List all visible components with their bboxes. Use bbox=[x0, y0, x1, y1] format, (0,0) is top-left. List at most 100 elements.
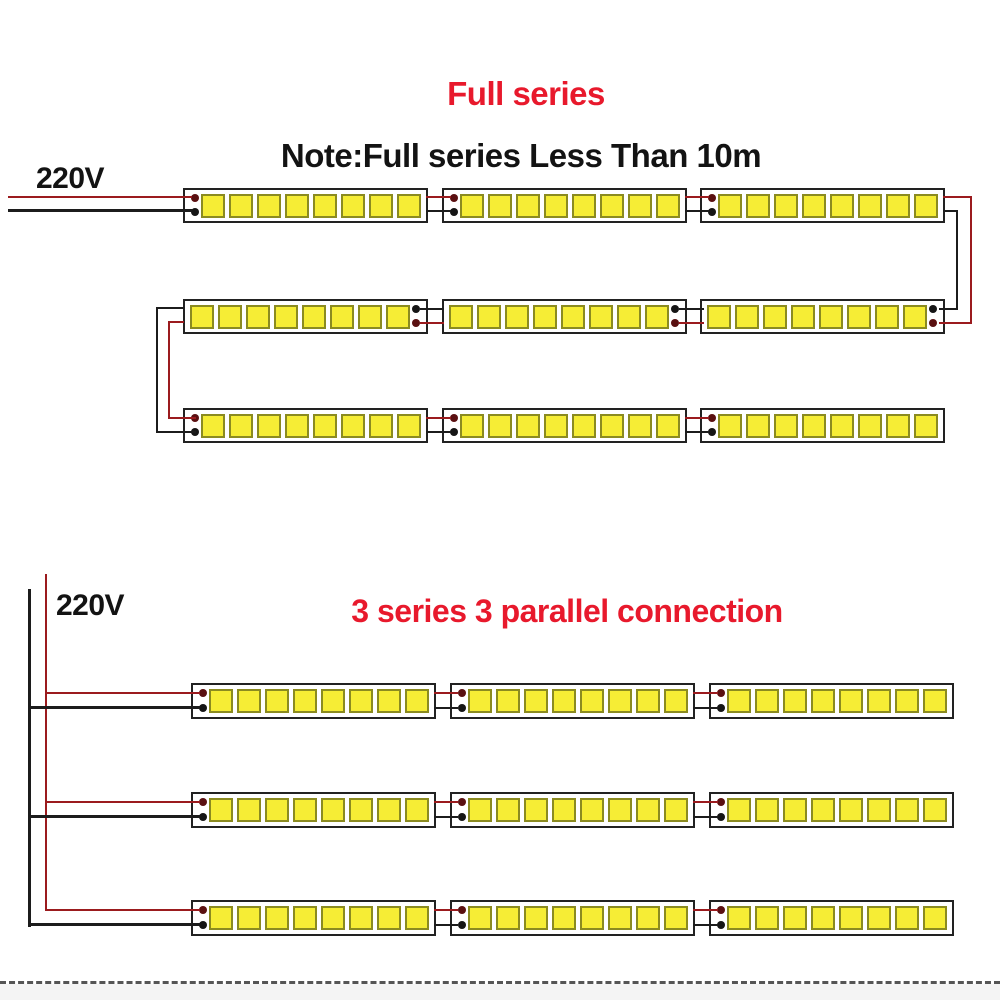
led-chip bbox=[377, 906, 401, 930]
terminal-dot bbox=[412, 319, 420, 327]
led-chip bbox=[397, 413, 421, 438]
terminal-dot bbox=[199, 921, 207, 929]
terminal-dot bbox=[199, 704, 207, 712]
led-chip bbox=[321, 906, 345, 930]
led-chip bbox=[839, 689, 863, 713]
terminal-dot bbox=[717, 704, 725, 712]
terminal-dot bbox=[929, 319, 937, 327]
led-chip bbox=[783, 689, 807, 713]
led-chip bbox=[468, 798, 492, 822]
led-chip bbox=[349, 798, 373, 822]
led-strip bbox=[450, 683, 695, 719]
led-chip bbox=[468, 906, 492, 930]
led-chip bbox=[580, 798, 604, 822]
led-chip bbox=[330, 304, 354, 329]
led-chip bbox=[552, 689, 576, 713]
led-chip bbox=[664, 906, 688, 930]
led-chip bbox=[589, 304, 613, 329]
led-chip bbox=[237, 689, 261, 713]
led-chip bbox=[218, 304, 242, 329]
wire-segment bbox=[685, 196, 709, 198]
led-chip bbox=[636, 689, 660, 713]
led-row bbox=[185, 301, 426, 332]
led-chip bbox=[265, 689, 289, 713]
led-chip bbox=[923, 689, 947, 713]
wire-segment bbox=[45, 801, 200, 803]
led-row bbox=[185, 410, 426, 441]
terminal-dot bbox=[412, 305, 420, 313]
led-chip bbox=[923, 906, 947, 930]
wire-segment bbox=[685, 431, 709, 433]
led-chip bbox=[524, 798, 548, 822]
led-chip bbox=[895, 798, 919, 822]
led-chip bbox=[727, 798, 751, 822]
led-chip bbox=[341, 413, 365, 438]
led-row bbox=[711, 794, 952, 826]
voltage-label-bottom: 220V bbox=[56, 589, 125, 622]
led-chip bbox=[819, 304, 843, 329]
led-chip bbox=[524, 906, 548, 930]
led-chip bbox=[746, 193, 770, 218]
led-row bbox=[444, 301, 685, 332]
terminal-dot bbox=[191, 208, 199, 216]
led-chip bbox=[285, 193, 309, 218]
led-chip bbox=[746, 413, 770, 438]
led-row bbox=[702, 190, 943, 221]
wire-segment bbox=[426, 417, 451, 419]
dashed-divider bbox=[0, 981, 1000, 984]
led-strip bbox=[709, 683, 954, 719]
terminal-dot bbox=[708, 414, 716, 422]
led-chip bbox=[561, 304, 585, 329]
led-chip bbox=[718, 413, 742, 438]
led-chip bbox=[201, 413, 225, 438]
led-chip bbox=[656, 193, 680, 218]
wire-segment bbox=[434, 707, 458, 709]
led-chip bbox=[369, 413, 393, 438]
full-series-title: Full series bbox=[447, 75, 605, 112]
led-chip bbox=[867, 798, 891, 822]
wire-segment bbox=[956, 210, 958, 310]
wire-segment bbox=[420, 322, 444, 324]
led-chip bbox=[600, 413, 624, 438]
led-row bbox=[185, 190, 426, 221]
led-chip bbox=[755, 798, 779, 822]
terminal-dot bbox=[458, 813, 466, 821]
wire-segment bbox=[156, 431, 196, 433]
led-strip bbox=[700, 188, 945, 223]
led-chip bbox=[377, 689, 401, 713]
led-chip bbox=[895, 689, 919, 713]
led-chip bbox=[552, 798, 576, 822]
wire-segment bbox=[45, 574, 47, 911]
led-chip bbox=[349, 906, 373, 930]
wire-segment bbox=[8, 209, 192, 212]
led-chip bbox=[830, 413, 854, 438]
terminal-dot bbox=[450, 428, 458, 436]
led-chip bbox=[802, 193, 826, 218]
led-chip bbox=[285, 413, 309, 438]
led-chip bbox=[293, 798, 317, 822]
led-strip bbox=[700, 299, 945, 334]
led-row bbox=[452, 794, 693, 826]
terminal-dot bbox=[708, 194, 716, 202]
led-chip bbox=[477, 304, 501, 329]
led-chip bbox=[524, 689, 548, 713]
led-chip bbox=[656, 413, 680, 438]
led-chip bbox=[321, 798, 345, 822]
led-chip bbox=[707, 304, 731, 329]
led-chip bbox=[488, 193, 512, 218]
wire-segment bbox=[939, 308, 958, 310]
terminal-dot bbox=[671, 305, 679, 313]
led-chip bbox=[397, 193, 421, 218]
led-chip bbox=[608, 798, 632, 822]
led-chip bbox=[201, 193, 225, 218]
led-chip bbox=[783, 906, 807, 930]
led-strip bbox=[442, 188, 687, 223]
terminal-dot bbox=[717, 921, 725, 929]
led-chip bbox=[505, 304, 529, 329]
wire-segment bbox=[28, 923, 200, 926]
led-chip bbox=[617, 304, 641, 329]
terminal-dot bbox=[671, 319, 679, 327]
led-strip bbox=[191, 900, 436, 936]
wire-segment bbox=[168, 321, 184, 323]
led-chip bbox=[830, 193, 854, 218]
